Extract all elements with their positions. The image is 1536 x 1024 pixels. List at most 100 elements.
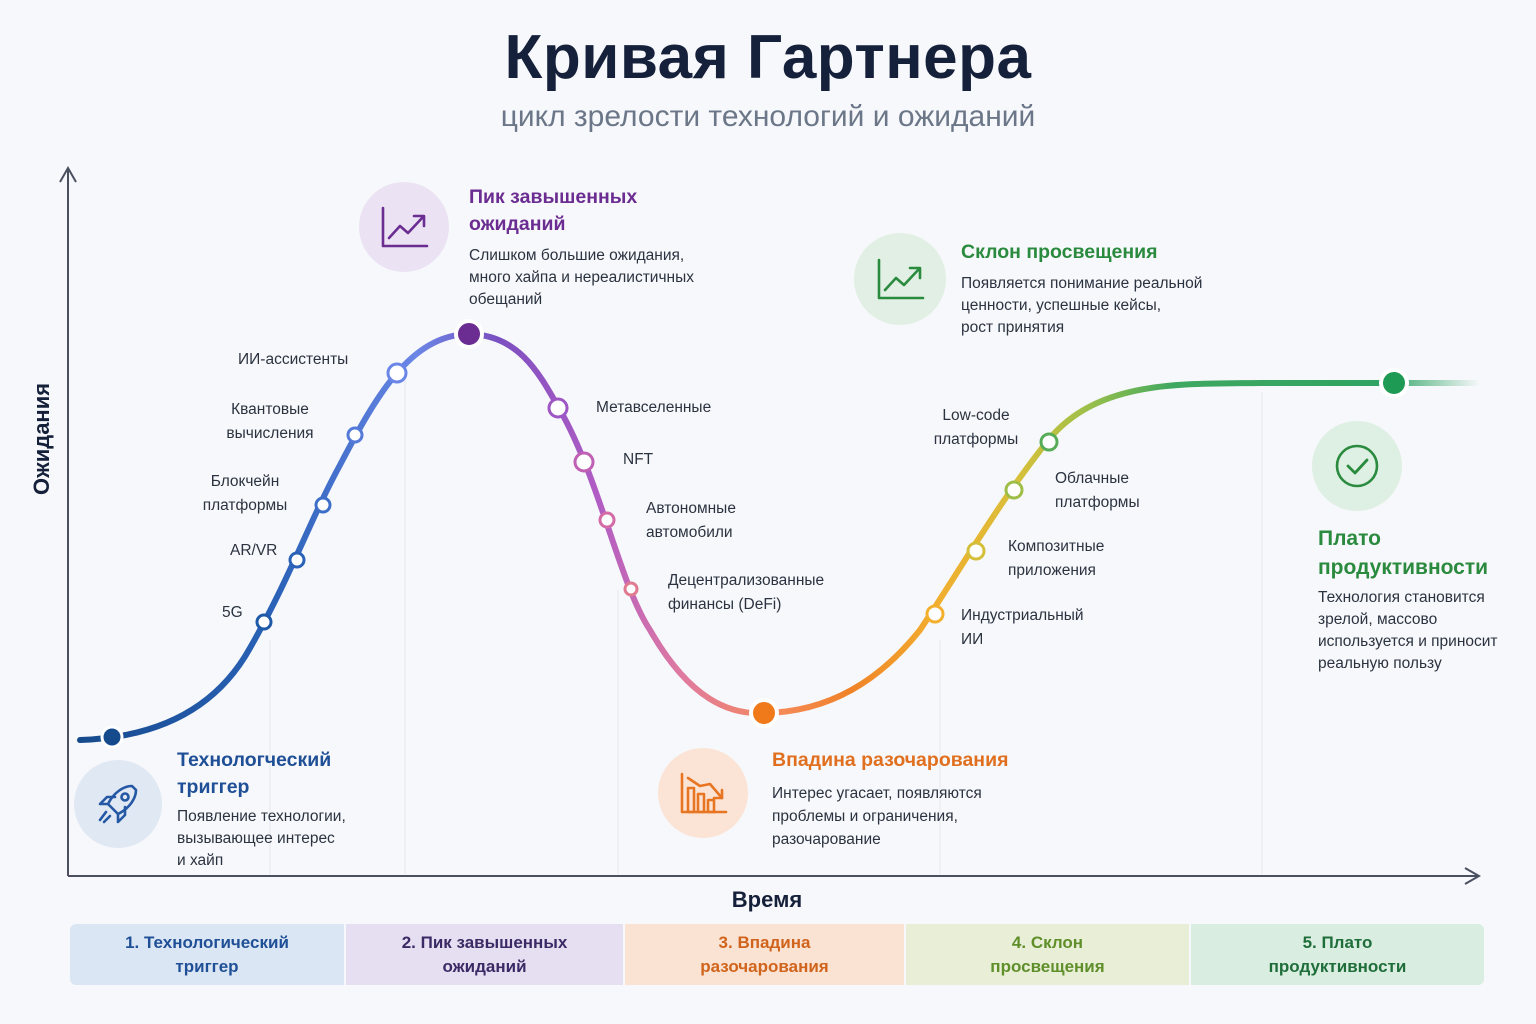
stage-point-trough	[749, 698, 779, 728]
phase-band-trough: 3. Впадина разочарования	[625, 924, 904, 985]
phase-band-line: просвещения	[990, 956, 1105, 976]
tech-label-line: Автономные	[646, 500, 736, 517]
tech-label-line: приложения	[1008, 562, 1096, 579]
stage-title-line: Склон просвещения	[961, 241, 1158, 263]
tech-marker	[386, 362, 408, 384]
stage-title-line: Впадина разочарования	[772, 749, 1009, 771]
hype-curve	[77, 330, 1483, 743]
tech-label-line: 5G	[222, 604, 243, 621]
stage-desc-line: рост принятия	[961, 319, 1065, 336]
phase-band-line: 5. Плато	[1302, 932, 1373, 952]
stage-title-slope: Склон просвещения	[961, 239, 1158, 266]
tech-marker	[573, 451, 595, 473]
tech-label-blockchain: Блокчейн платформы	[202, 470, 288, 518]
tech-label-line: Облачные	[1055, 470, 1129, 487]
stage-icon-trigger	[74, 760, 162, 848]
tech-label-line: платформы	[202, 497, 288, 514]
stage-desc-line: Слишком большие ожидания,	[469, 247, 685, 264]
y-axis-label: Ожидания	[29, 382, 54, 495]
stage-desc-trigger: Появление технологии, вызывающее интерес…	[177, 806, 346, 872]
stage-title-trigger: Технологческий триггер	[177, 747, 331, 801]
chart-up-icon	[381, 206, 429, 248]
stage-points	[100, 319, 1409, 749]
tech-marker	[288, 551, 306, 569]
stage-icon-slope	[854, 233, 946, 325]
tech-marker	[547, 397, 569, 419]
tech-label-line: автомобили	[646, 524, 733, 541]
tech-marker	[1039, 432, 1059, 452]
tech-label-ai-assistants: ИИ-ассистенты	[238, 348, 348, 372]
phase-band-line: 3. Впадина	[718, 932, 811, 952]
tech-marker	[1004, 480, 1024, 500]
stage-desc-line: ценности, успешные кейсы,	[961, 297, 1162, 314]
stage-desc-plateau: Технология становится зрелой, массово ис…	[1318, 587, 1498, 675]
stage-desc-line: зрелой, массово	[1318, 611, 1438, 628]
stage-desc-line: Появление технологии,	[177, 808, 346, 825]
tech-marker	[925, 604, 945, 624]
tech-label-line: Децентрализованные	[668, 572, 825, 589]
page-subtitle: цикл зрелости технологий и ожиданий	[500, 100, 1036, 133]
tech-label-line: Метавселенные	[596, 399, 712, 416]
tech-marker	[966, 541, 986, 561]
tech-label-line: финансы (DeFi)	[668, 596, 782, 613]
stage-title-line: Плато	[1318, 527, 1381, 550]
tech-label-line: Блокчейн	[210, 473, 280, 490]
stage-title-line: ожиданий	[469, 213, 566, 235]
stage-desc-line: обещаний	[469, 291, 543, 308]
tech-label-5g: 5G	[222, 601, 243, 625]
rocket-icon	[98, 784, 138, 824]
tech-label-line: Low-code	[942, 407, 1010, 424]
chart-down-icon	[680, 772, 728, 814]
phase-band-line: разочарования	[700, 956, 829, 976]
stage-desc-line: разочарование	[772, 831, 881, 848]
stage-title-line: продуктивности	[1318, 556, 1489, 579]
tech-marker	[255, 613, 273, 631]
tech-marker	[314, 496, 332, 514]
tech-label-metaverse: Метавселенные	[596, 396, 711, 420]
tech-marker	[598, 511, 616, 529]
tech-label-defi: Децентрализованные финансы (DeFi)	[668, 569, 824, 617]
check-icon	[1335, 444, 1379, 488]
stage-title-peak: Пик завышенных ожиданий	[469, 184, 637, 238]
tech-marker	[623, 581, 639, 597]
stage-title-line: Пик завышенных	[469, 186, 638, 208]
axes	[59, 165, 1482, 885]
tech-label-line: AR/VR	[230, 542, 278, 559]
stage-desc-line: проблемы и ограничения,	[772, 808, 958, 825]
tech-label-cloud-platforms: Облачные платформы	[1055, 467, 1140, 515]
stage-desc-line: Технология становится	[1318, 589, 1485, 606]
tech-label-line: платформы	[1055, 494, 1140, 511]
stage-title-line: триггер	[177, 776, 250, 798]
tech-label-line: NFT	[623, 451, 654, 468]
stage-title-plateau: Плато продуктивности	[1318, 524, 1488, 582]
stage-desc-slope: Появляется понимание реальной ценности, …	[961, 273, 1202, 339]
chart-up-icon	[877, 258, 925, 300]
stage-desc-line: Появляется понимание реальной	[961, 275, 1203, 292]
phase-guides	[269, 380, 1263, 874]
tech-label-nft: NFT	[623, 448, 653, 472]
page-title: Кривая Гартнера	[504, 23, 1032, 92]
phase-band-line: 2. Пик завышенных	[401, 932, 568, 952]
stage-desc-line: вызывающее интерес	[177, 830, 335, 847]
y-axis-arrow	[59, 165, 77, 183]
phase-band-line: 1. Технологический	[125, 932, 289, 952]
tech-label-line: ИИ	[961, 631, 984, 648]
technology-markers	[255, 362, 1059, 631]
tech-label-line: Квантовые	[231, 401, 309, 418]
stage-desc-line: реальную пользу	[1318, 655, 1442, 672]
stage-desc-line: используется и приносит	[1318, 633, 1498, 650]
stage-point-trigger	[100, 725, 124, 749]
stage-desc-trough: Интерес угасает, появляются проблемы и о…	[772, 782, 982, 851]
stage-point-peak	[454, 319, 484, 349]
stage-title-line: Технологческий	[177, 749, 332, 771]
stage-point-plateau	[1379, 368, 1409, 398]
stage-desc-line: много хайпа и нереалистичных	[469, 269, 694, 286]
